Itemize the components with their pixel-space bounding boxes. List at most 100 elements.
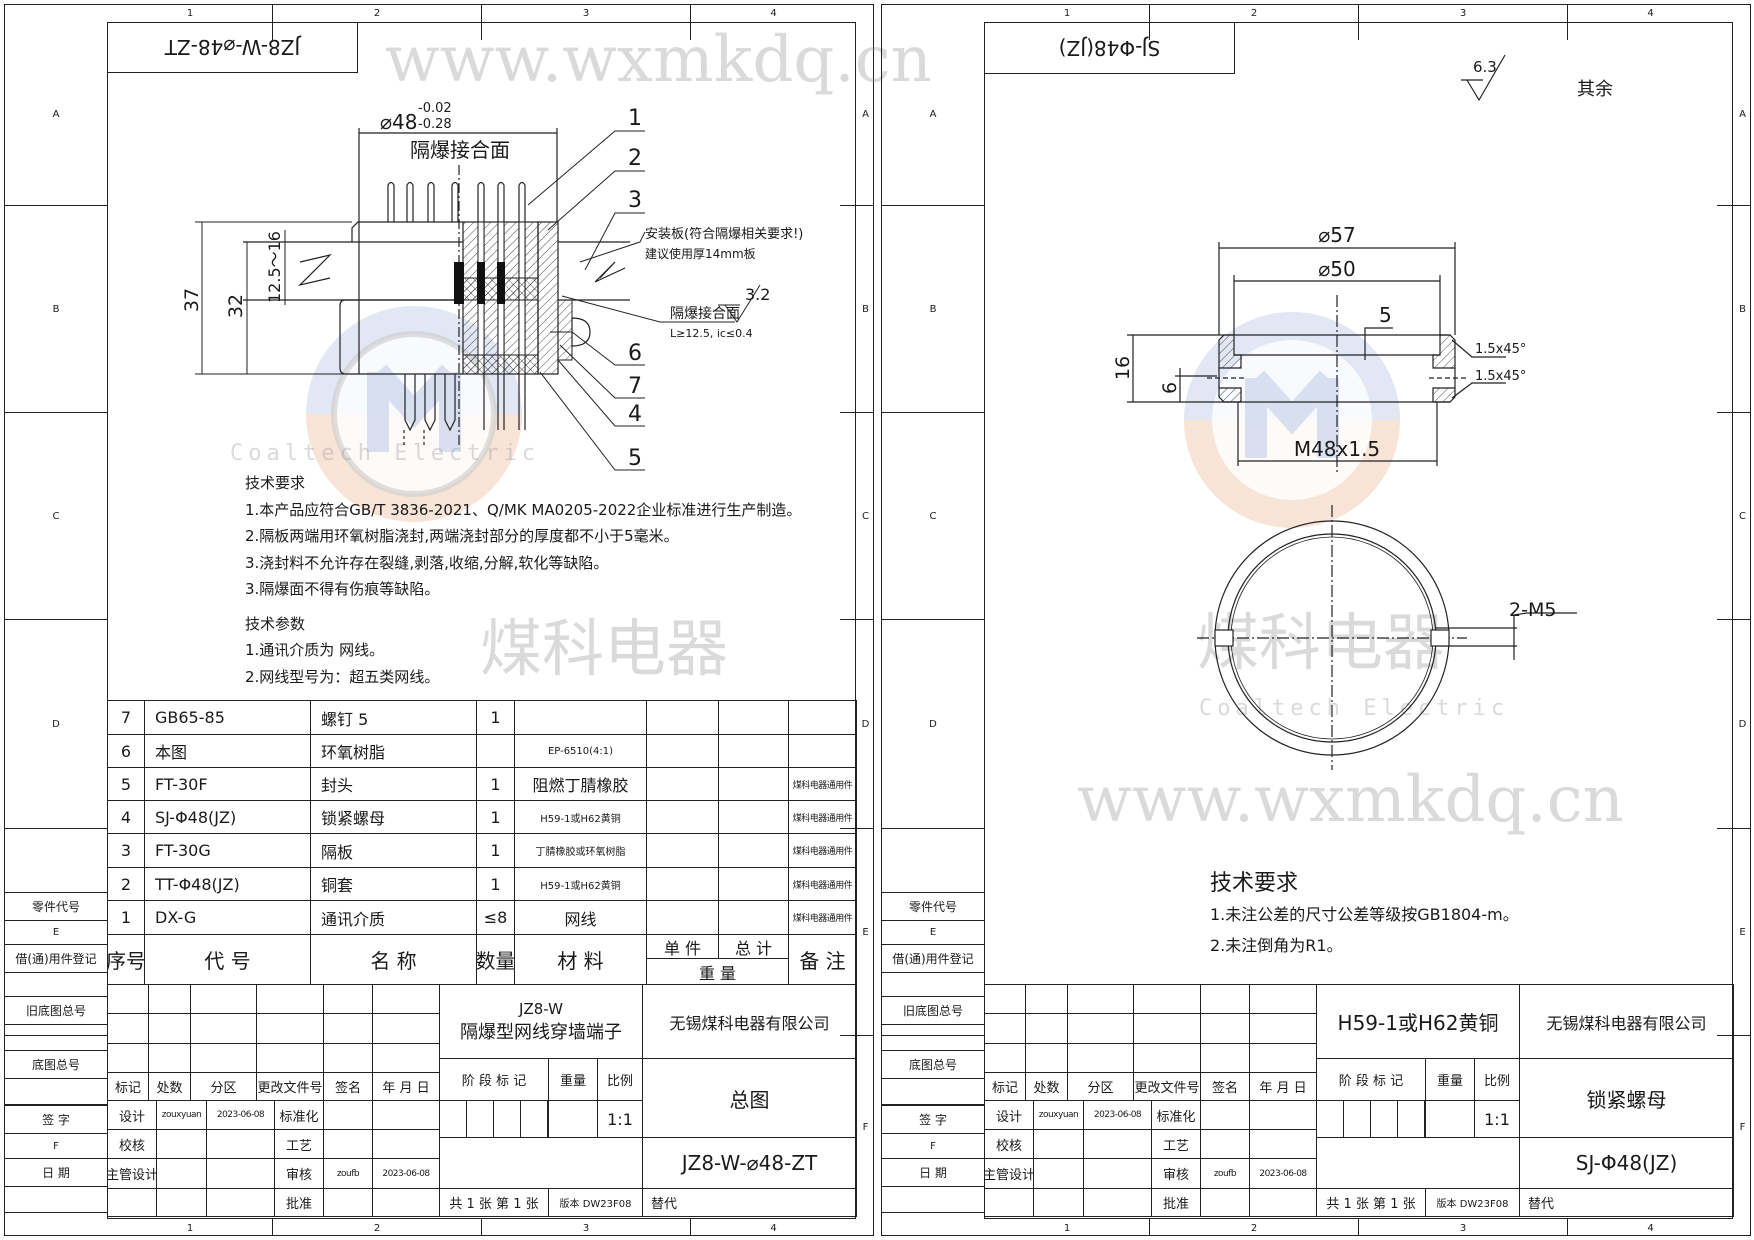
parts-material: 阻燃丁腈橡胶: [514, 767, 647, 801]
ruler-row-left: D: [929, 718, 937, 730]
ruler-column-bottom: 1: [186, 1222, 194, 1234]
parts-material: H59-1或H62黄铜: [514, 867, 647, 901]
stage-cell: [1316, 1100, 1344, 1138]
frame-divider: [1149, 4, 1150, 22]
revision-header: 标记: [984, 1072, 1026, 1101]
replace-label: 替代: [1519, 1188, 1734, 1217]
revision-cell-empty: [107, 1043, 149, 1073]
sign-cell: 主管设计: [107, 1158, 157, 1189]
ruler-row-right: D: [1738, 718, 1747, 730]
ruler-column-top: 4: [1647, 8, 1654, 19]
balloon-7: 7: [628, 374, 642, 399]
parts-seq: 4: [107, 800, 145, 834]
revision-cell-empty: [256, 984, 324, 1014]
reversed-drawing-code: SJ-Φ48(JZ): [984, 22, 1235, 74]
sign-cell: [1249, 1129, 1317, 1159]
frame-divider: [1567, 22, 1568, 40]
dia-50: ⌀50: [1318, 257, 1356, 281]
parts-unit-weight: [646, 700, 719, 735]
parts-total-weight: [718, 833, 789, 868]
blank-cell: [1316, 1137, 1520, 1189]
sign-cell: 2023-06-08: [372, 1158, 440, 1189]
register-label: 旧底图总号: [881, 996, 985, 1025]
parts-seq: 3: [107, 833, 145, 868]
dim-5: 5: [1379, 303, 1392, 327]
register-label: 旧底图总号: [4, 996, 108, 1025]
ruler-row-left: A: [52, 108, 60, 120]
revision-header: 分区: [190, 1072, 257, 1101]
scale-label: 比例: [597, 1058, 643, 1101]
header-code: 代 号: [144, 934, 311, 985]
parts-remark: 煤科电器通用件: [788, 800, 857, 834]
frame-divider: [856, 619, 874, 620]
tech-param-item: 2.网线型号为：超五类网线。: [245, 667, 440, 686]
sheet-count: 共 1 张 第 1 张: [439, 1188, 549, 1217]
stage-cell: [439, 1100, 467, 1138]
revision-cell-empty: [1200, 1013, 1250, 1044]
frame-divider: [690, 22, 691, 40]
parts-code: SJ-Φ48(JZ): [144, 800, 311, 834]
sign-cell: zouxyuan: [156, 1100, 207, 1130]
sign-cell: zoufb: [323, 1158, 373, 1189]
revision-cell-empty: [148, 1013, 191, 1044]
revision-cell-empty: [1067, 1043, 1134, 1073]
sign-cell: [156, 1158, 207, 1189]
revision-cell-empty: [107, 984, 149, 1014]
replace-label: 替代: [642, 1188, 857, 1217]
ruler-row-right: D: [861, 718, 870, 730]
sign-cell: 2023-06-08: [1083, 1100, 1152, 1130]
frame-divider: [881, 412, 984, 413]
stage-cell: [1370, 1100, 1398, 1138]
sign-cell: [1083, 1129, 1152, 1159]
parts-name: 通讯介质: [310, 900, 477, 935]
flame-face-label: 隔爆接合面: [410, 138, 510, 162]
parts-name: 隔板: [310, 833, 477, 868]
frame-divider: [1717, 828, 1733, 829]
parts-unit-weight: [646, 734, 719, 768]
frame-divider: [1567, 1219, 1568, 1236]
tech-param-item: 1.通讯介质为 网线。: [245, 641, 385, 659]
revision-cell-empty: [984, 1013, 1026, 1044]
frame-divider: [1149, 1219, 1150, 1236]
frame-divider: [881, 1035, 984, 1036]
material-spec: H59-1或H62黄铜: [1316, 984, 1520, 1059]
revision-cell-empty: [148, 1043, 191, 1073]
frame-divider: [1717, 205, 1733, 206]
parts-remark: 煤科电器通用件: [788, 900, 857, 935]
frame-divider: [881, 1104, 984, 1105]
frame-divider: [856, 828, 874, 829]
dimension-labels: ⌀48 -0.02 -0.28 隔爆接合面 37 32 12.5～16 1 2 …: [181, 101, 803, 471]
revision-cell-empty: [984, 1043, 1026, 1073]
frame-divider: [856, 205, 874, 206]
parts-qty: 1: [476, 800, 515, 834]
sign-cell: 标准化: [1151, 1100, 1201, 1130]
register-label: 零件代号: [4, 892, 108, 921]
version-label: 版本 DW23F08: [548, 1188, 643, 1217]
register-label: 签 字: [4, 1105, 108, 1134]
parts-name: 封头: [310, 767, 477, 801]
balloon-6: 6: [628, 341, 642, 366]
parts-total-weight: [718, 867, 789, 901]
parts-code: TT-Φ48(JZ): [144, 867, 311, 901]
parts-qty: 1: [476, 767, 515, 801]
ruler-row-left: E: [52, 926, 60, 938]
plate-note-1: 安装板(符合隔爆相关要求!): [645, 226, 803, 242]
parts-name: 铜套: [310, 867, 477, 901]
sign-cell: [372, 1129, 440, 1159]
revision-cell-empty: [1067, 984, 1134, 1014]
sign-cell: [1249, 1188, 1317, 1217]
sign-cell: [323, 1100, 373, 1130]
sign-cell: [372, 1100, 440, 1130]
revision-cell-empty: [323, 984, 373, 1014]
frame-divider: [840, 619, 856, 620]
parts-unit-weight: [646, 867, 719, 901]
weight-label: 重量: [548, 1058, 598, 1101]
revision-cell-empty: [372, 984, 440, 1014]
revision-header: 处数: [1025, 1072, 1068, 1101]
parts-remark: [788, 734, 857, 768]
ruler-row-right: E: [1739, 926, 1746, 938]
ruler-column-bottom: 2: [1250, 1222, 1258, 1234]
revision-cell-empty: [372, 1013, 440, 1044]
company-name: 无锡煤科电器有限公司: [642, 984, 857, 1059]
ruler-row-right: B: [1739, 303, 1746, 315]
